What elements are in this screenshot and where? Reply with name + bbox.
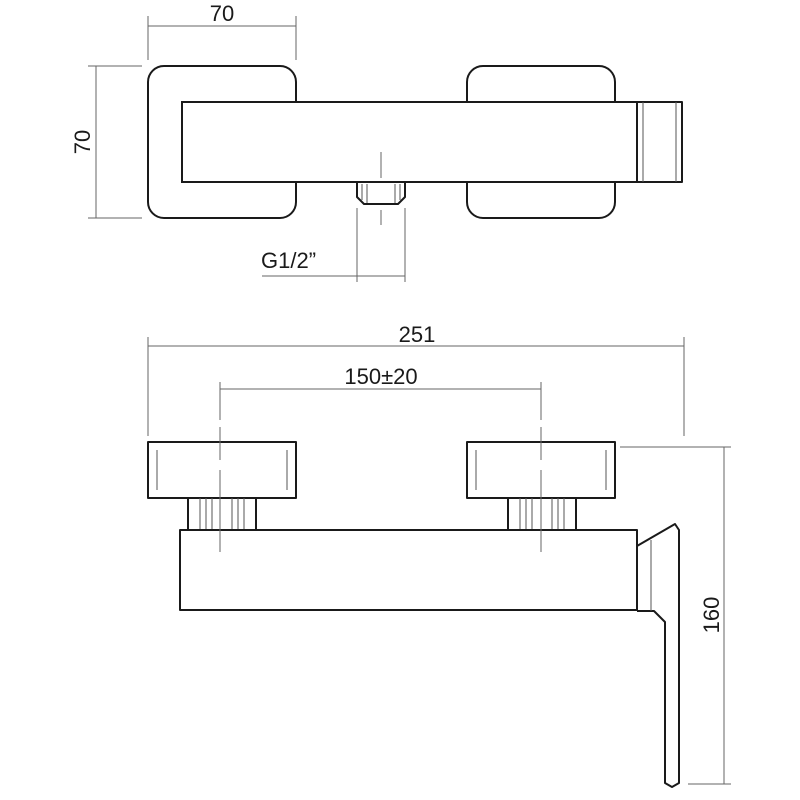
dim-label-total-width: 251 [399,322,436,347]
dim-height: 160 [620,446,731,785]
dim-label-center-distance: 150±20 [344,364,417,389]
top-body-bar [181,101,638,183]
dim-label-top-depth: 70 [70,130,95,154]
dim-top-width: 70 [147,1,297,60]
dim-label-top-width: 70 [210,1,234,26]
dim-top-depth: 70 [70,65,142,219]
top-thermo-knob [636,101,683,183]
front-right-nut [507,497,577,531]
dim-center-distance: 150±20 [219,364,542,420]
top-view [147,65,683,225]
front-view [147,427,680,788]
dim-thread: G1/2” [261,208,406,282]
front-left-flange [147,441,297,499]
dim-total-width: 251 [147,322,685,436]
front-left-nut [187,497,257,531]
front-lever-handle [636,523,680,788]
dim-label-height: 160 [699,597,724,634]
top-outlet-nozzle [356,152,406,225]
front-body [179,529,638,611]
dim-label-thread: G1/2” [261,248,316,273]
